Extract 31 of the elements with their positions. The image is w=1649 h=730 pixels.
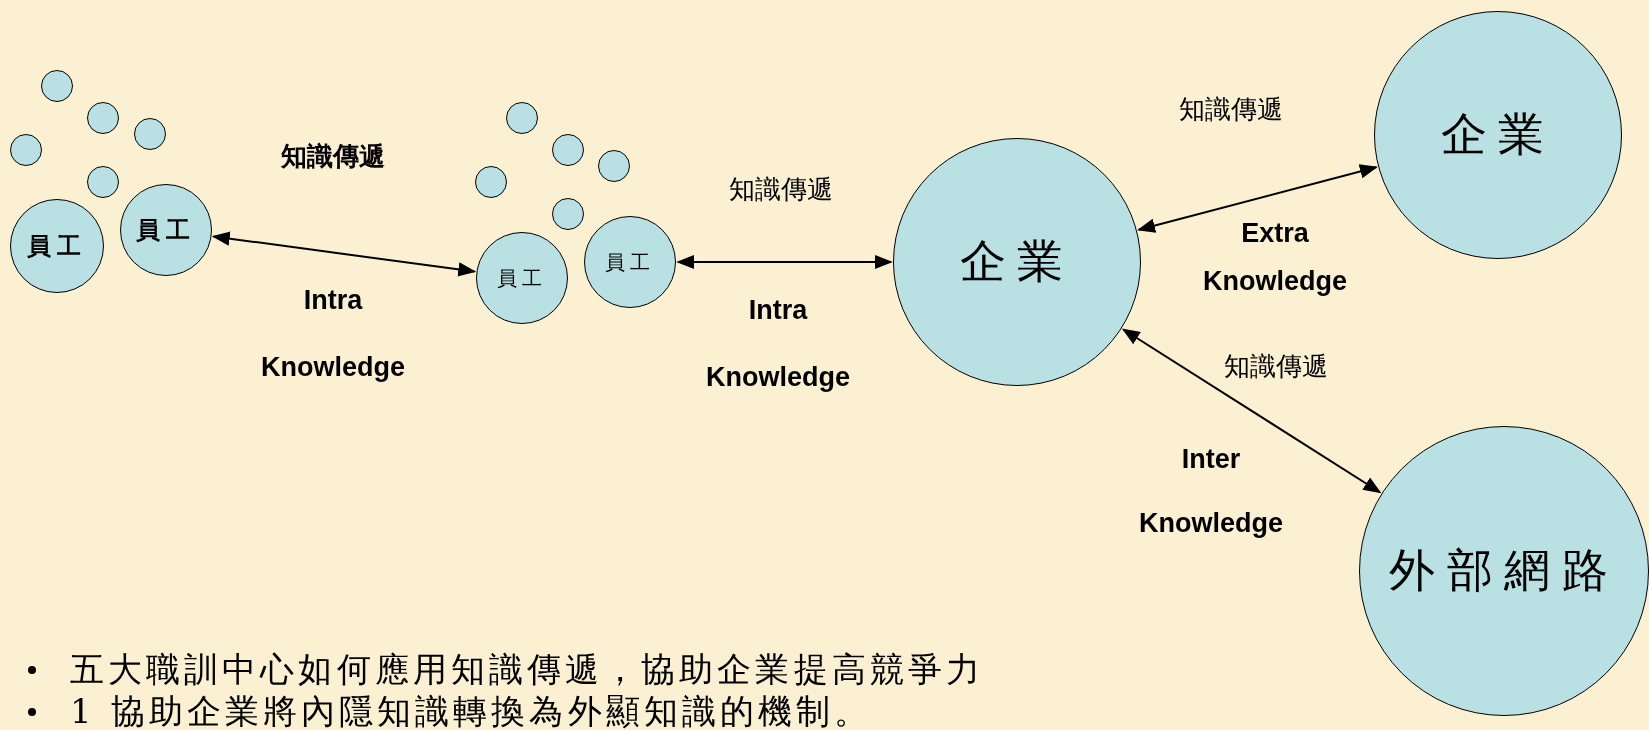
node-text: 員工 [605,248,655,276]
double-arrow [1137,164,1378,233]
small-circle [87,166,119,198]
double-arrow [211,231,477,277]
small-circle [87,102,119,134]
small-circle [598,150,630,182]
term-label: Intra Knowledge [705,294,851,394]
small-circle [475,166,507,198]
small-circle [552,134,584,166]
node-text: 企業 [1440,106,1556,163]
edge-label: 知識傳遞 [1179,94,1283,124]
term-label: Inter Knowledge [1138,443,1284,540]
edge-label: 知識傳遞 [729,174,833,204]
small-circle [134,118,166,150]
node-text: 員工 [27,230,87,262]
edge-label: 知識傳遞 [1224,351,1328,381]
small-circle [41,70,73,102]
double-arrow [1121,328,1382,494]
bullet-text: 1 協助企業將內隱知識轉換為外顯知識的機制。 [70,694,873,728]
small-circle [10,134,42,166]
bullet-text: 五大職訓中心如何應用知識傳遞，協助企業提高競爭力 [70,652,984,686]
double-arrow [676,254,893,270]
node-text: 企業 [959,233,1075,290]
node-text: 員工 [497,264,547,292]
small-circle [552,198,584,230]
term-label: Intra Knowledge [260,284,406,384]
node-text: 外部網路 [1389,542,1619,599]
term-label: Extra Knowledge [1202,217,1348,298]
node-text: 員工 [136,214,196,246]
edge-label: 知識傳遞 [281,141,385,171]
small-circle [506,102,538,134]
